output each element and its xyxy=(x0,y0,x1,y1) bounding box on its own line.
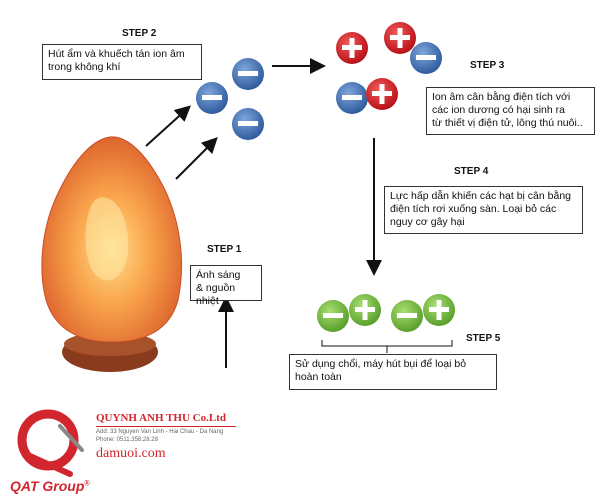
step5-textbox: Sử dụng chổi, máy hút bụi để loại bỏ hoà… xyxy=(289,354,497,390)
neutral-ion-pair-2 xyxy=(391,294,455,332)
step3-text-line: các ion dương có hại sinh ra xyxy=(432,104,565,116)
step1-text-line: & nguồn nhiệt xyxy=(196,282,236,307)
negative-ion xyxy=(410,42,442,74)
step3-label: STEP 3 xyxy=(470,60,505,71)
minus-ion-icon xyxy=(202,95,222,100)
step4-text-line: điện tích rơi xuống sàn. Loại bỏ các xyxy=(390,203,557,215)
neutral-ion-pair-1 xyxy=(317,294,381,332)
step5-text-line: hoàn toàn xyxy=(295,371,342,383)
brand-group-name: QAT Group® xyxy=(10,478,90,494)
step1-text-line: Ánh sáng xyxy=(196,269,241,281)
step5-text-line: Sử dụng chổi, máy hút bụi để loại bỏ xyxy=(295,358,467,370)
step4-text-line: Lực hấp dẫn khiến các hạt bị cân bằng xyxy=(390,190,571,202)
negative-ion xyxy=(336,82,368,114)
step2-label: STEP 2 xyxy=(122,28,157,39)
qat-logo-mark xyxy=(17,409,84,477)
registered-mark: ® xyxy=(84,480,90,488)
minus-ion-icon xyxy=(323,313,343,318)
step3-textbox: Ion âm cân bằng điện tích với các ion dư… xyxy=(426,87,595,135)
minus-ion-icon xyxy=(397,313,417,318)
step1-textbox: Ánh sáng & nguồn nhiệt xyxy=(190,265,262,307)
step4-label: STEP 4 xyxy=(454,166,489,177)
step5-label: STEP 5 xyxy=(466,333,501,344)
company-address: Add: 33 Nguyen Van Linh - Hai Chau - Da … xyxy=(96,429,224,435)
company-name: QUYNH ANH THU Co.Ltd xyxy=(96,412,226,424)
step4-textbox: Lực hấp dẫn khiến các hạt bị cân bằng đi… xyxy=(384,186,583,234)
negative-ion xyxy=(196,82,228,114)
step2-text-line: Hút ẩm và khuếch tán ion âm xyxy=(48,48,185,60)
step1-label: STEP 1 xyxy=(207,244,242,255)
minus-ion-icon xyxy=(238,121,258,126)
salt-lamp xyxy=(41,136,183,372)
minus-ion-icon xyxy=(238,71,258,76)
step3-text-line: từ thiết vị điện tử, lông thú nuôi.. xyxy=(432,117,583,129)
brand-divider xyxy=(96,426,236,427)
negative-ion xyxy=(232,58,264,90)
arrow-lamp-to-ions-2 xyxy=(175,137,218,180)
step2-textbox: Hút ẩm và khuếch tán ion âm trong không … xyxy=(42,44,202,80)
positive-ion xyxy=(366,78,398,110)
minus-ion-icon xyxy=(342,95,362,100)
step5-bracket xyxy=(321,340,453,353)
step2-text-line: trong không khí xyxy=(48,61,121,73)
positive-ion xyxy=(336,32,368,64)
brand-group-text: QAT Group xyxy=(10,478,85,494)
lamp-highlight xyxy=(85,197,129,281)
minus-ion-icon xyxy=(416,55,436,60)
positive-ion xyxy=(384,22,416,54)
negative-ion xyxy=(232,108,264,140)
arrow-lamp-to-ions-1 xyxy=(145,105,191,147)
step3-text-line: Ion âm cân bằng điện tích với xyxy=(432,91,571,103)
company-phone: Phone: 0511.358.28.28 xyxy=(96,437,158,443)
company-website: damuoi.com xyxy=(96,446,166,461)
step4-text-line: nguy cơ gây hại xyxy=(390,216,465,228)
